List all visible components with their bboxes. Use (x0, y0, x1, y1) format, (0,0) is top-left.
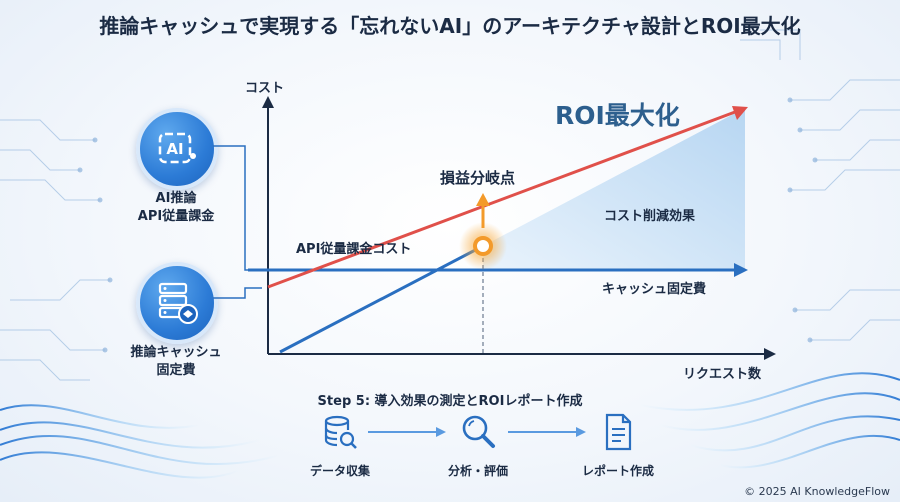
ai-chip-icon: AI (158, 132, 196, 164)
breakeven-arrow-head (476, 193, 490, 206)
steps-title: Step 5: 導入効果の測定とROIレポート作成 (317, 394, 583, 409)
step-data-collection: データ収集 (290, 412, 390, 479)
cache-rising-line (279, 244, 484, 354)
step-arrow-1-head (436, 427, 446, 437)
ai-label-line2: API従量課金 (137, 209, 215, 224)
savings-area (483, 108, 745, 270)
api-cost-arrow (732, 106, 748, 120)
ai-inference-label: AI推論 API従量課金 (118, 190, 234, 226)
magnifier-icon (462, 415, 495, 448)
step-label: 分析・評価 (447, 464, 508, 478)
page-title: 推論キャッシュで実現する「忘れないAI」のアーキテクチャ設計とROI最大化 (99, 14, 801, 38)
x-axis-label: リクエスト数 (683, 366, 762, 382)
copyright-text: © 2025 AI KnowledgeFlow (744, 485, 890, 498)
breakeven-label: 損益分岐点 (440, 169, 515, 187)
cache-badge (136, 262, 218, 344)
report-document-icon (605, 413, 632, 451)
cache-label: 推論キャッシュ 固定費 (112, 344, 240, 380)
step-label: レポート作成 (581, 464, 654, 478)
cache-label-line1: 推論キャッシュ (130, 345, 222, 360)
data-collection-icon (324, 415, 357, 449)
step-label: データ収集 (309, 464, 370, 478)
step-report: レポート作成 (568, 412, 668, 479)
roi-label: ROI最大化 (555, 101, 680, 130)
step-arrow-2-head (576, 427, 586, 437)
ai-connector-line (213, 145, 262, 271)
cache-fixed-label: キャッシュ固定費 (602, 281, 706, 297)
cache-label-line2: 固定費 (156, 363, 196, 378)
ai-inference-badge: AI (136, 108, 218, 190)
breakeven-point (473, 236, 493, 256)
cache-fixed-arrow (734, 263, 748, 277)
api-cost-label: API従量課金コスト (296, 241, 411, 257)
api-cost-line (267, 110, 736, 289)
y-axis-arrow (262, 96, 274, 108)
cache-connector-line (213, 287, 262, 299)
database-icon (158, 282, 198, 324)
svg-text:AI: AI (166, 140, 183, 158)
ai-label-line1: AI推論 (155, 191, 197, 206)
step-analysis: 分析・評価 (428, 412, 528, 479)
y-axis-label: コスト (245, 81, 284, 96)
savings-label: コスト削減効果 (604, 208, 695, 224)
x-axis-arrow (764, 348, 776, 360)
